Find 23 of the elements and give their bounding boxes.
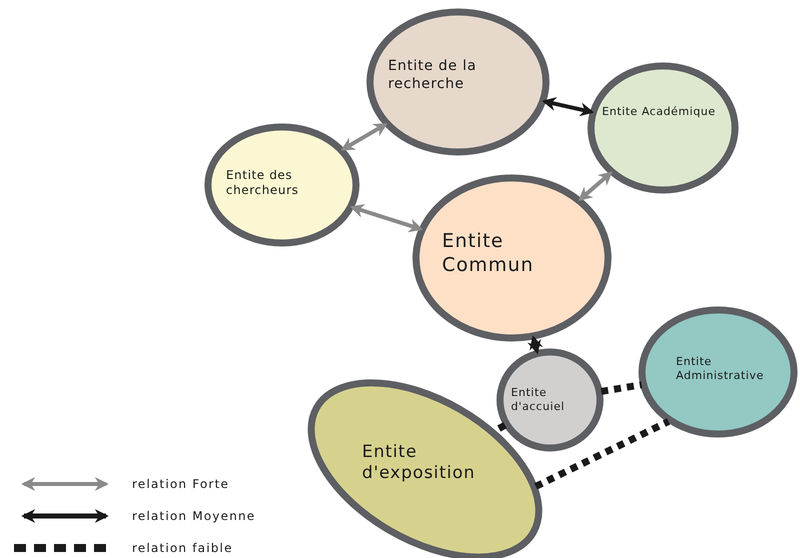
legend-text: relation Forte	[132, 476, 230, 493]
entity-ellipse	[638, 306, 798, 438]
legend-text: relation Moyenne	[132, 508, 256, 525]
entity-ellipse	[588, 62, 738, 194]
double-arrow	[527, 335, 544, 354]
double-arrow	[340, 122, 388, 151]
dotted-connector	[600, 381, 642, 395]
entity-label: Entite Administrative	[676, 355, 765, 382]
legend-text: relation faible	[132, 540, 233, 557]
entity-label: Entite Académique	[602, 105, 717, 119]
entity-label: Entite de la recherche	[388, 58, 478, 93]
dotted-connector	[534, 418, 670, 490]
entity-label: Entite des chercheurs	[226, 168, 300, 198]
entity-ellipse	[412, 174, 612, 342]
entity-ellipse	[366, 8, 550, 156]
double-arrow	[350, 204, 424, 232]
double-arrow	[542, 97, 594, 116]
entity-ellipse	[496, 348, 604, 452]
entity-label: Entite d'accuiel	[511, 386, 566, 414]
entity-ellipse	[204, 124, 360, 246]
entity-label: Entite Commun	[442, 230, 535, 278]
entity-label: Entite d'exposition	[362, 442, 476, 484]
double-arrow	[578, 171, 613, 202]
